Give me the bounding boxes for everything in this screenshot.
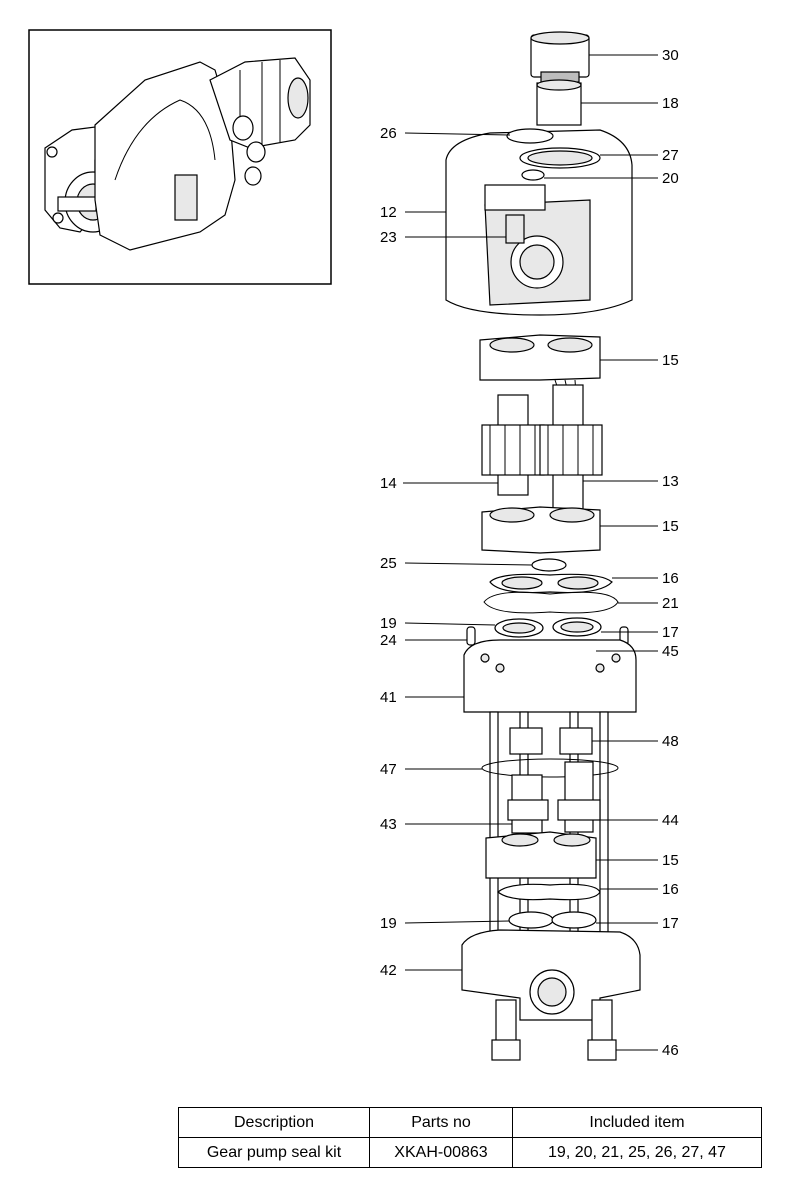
callout-18: 18: [662, 95, 679, 112]
part-25-seal: [531, 558, 567, 572]
part-42-rear-cover: [461, 929, 641, 1021]
column-header-included-item: Included item: [512, 1107, 762, 1138]
part-14-driven-gear: [481, 394, 545, 496]
callout-24: 24: [380, 632, 397, 649]
part-48-bushings: [509, 727, 593, 755]
part-16-rear-plate: [497, 883, 601, 901]
callout-23: 23: [380, 229, 397, 246]
part-43-rear-driven-gear: [507, 774, 549, 834]
callout-14: 14: [380, 475, 397, 492]
cell-description: Gear pump seal kit: [178, 1137, 370, 1168]
part-15-lower-bearing-block: [481, 506, 601, 554]
callout-20: 20: [662, 170, 679, 187]
callout-15: 15: [662, 852, 679, 869]
callout-25: 25: [380, 555, 397, 572]
callout-13: 13: [662, 473, 679, 490]
column-header-description: Description: [178, 1107, 370, 1138]
exploded-parts-diagram: 30 18 26 27 20 12 23 15 14 13 15 25 16 2…: [28, 29, 679, 1061]
part-19-seal: [494, 618, 544, 638]
callout-43: 43: [380, 816, 397, 833]
cell-included-item: 19, 20, 21, 25, 26, 27, 47: [512, 1137, 762, 1168]
leader-lines: [403, 54, 658, 1051]
part-44-rear-drive-gear: [557, 761, 601, 833]
callout-42: 42: [380, 962, 397, 979]
callout-19: 19: [380, 915, 397, 932]
part-19-rear-seal: [508, 911, 554, 929]
callout-26: 26: [380, 125, 397, 142]
part-15-rear-bearing-block: [485, 831, 597, 879]
callout-numbers: 30 18 26 27 20 12 23 15 14 13 15 25 16 2…: [380, 47, 679, 1059]
part-46-bolts: [491, 999, 617, 1061]
parts-table: Description Parts no Included item Gear …: [178, 1107, 762, 1168]
table-header-row: Description Parts no Included item: [178, 1107, 762, 1138]
cell-parts-no: XKAH-00863: [369, 1137, 513, 1168]
callout-46: 46: [662, 1042, 679, 1059]
part-18: [536, 79, 582, 126]
part-15-upper-bearing-block: [479, 334, 601, 396]
part-13-drive-gear: [539, 384, 603, 511]
part-47-o-ring: [481, 758, 619, 778]
callout-17: 17: [662, 915, 679, 932]
part-41-center-housing: [463, 639, 637, 713]
part-17-seal: [552, 617, 602, 637]
column-header-parts-no: Parts no: [369, 1107, 513, 1138]
callout-27: 27: [662, 147, 679, 164]
callout-15: 15: [662, 352, 679, 369]
callout-16: 16: [662, 570, 679, 587]
callout-45: 45: [662, 643, 679, 660]
callout-17: 17: [662, 624, 679, 641]
callout-12: 12: [380, 204, 397, 221]
part-16-plate: [489, 573, 613, 594]
assembled-pump-inset: [28, 29, 332, 285]
callout-41: 41: [380, 689, 397, 706]
table-row: Gear pump seal kit XKAH-00863 19, 20, 21…: [178, 1137, 762, 1168]
callout-21: 21: [662, 595, 679, 612]
callout-48: 48: [662, 733, 679, 750]
callout-19: 19: [380, 615, 397, 632]
callout-15: 15: [662, 518, 679, 535]
part-30: [530, 31, 590, 83]
part-12-housing: [445, 128, 633, 316]
callout-30: 30: [662, 47, 679, 64]
part-21-gasket: [483, 591, 619, 614]
callout-16: 16: [662, 881, 679, 898]
callout-44: 44: [662, 812, 679, 829]
callout-47: 47: [380, 761, 397, 778]
part-17-rear-seal: [551, 911, 597, 929]
